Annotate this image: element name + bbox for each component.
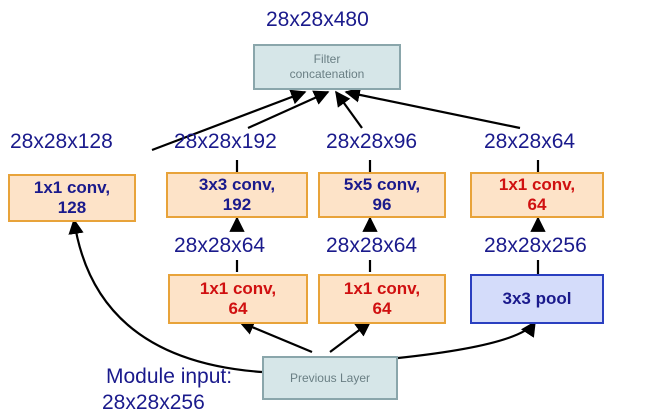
branch3-reduce-dim: 28x28x64 (326, 234, 418, 257)
filter-concatenation-box: Filter concatenation (253, 44, 401, 90)
branch3-1x1-reduce-box: 1x1 conv, 64 (318, 274, 446, 324)
branch1-output-dim: 28x28x128 (10, 130, 113, 153)
branch4-1x1-conv-box: 1x1 conv, 64 (470, 172, 604, 218)
arrow-b1-to-concat (151, 89, 307, 152)
arrow-input-to-b3-reduce (329, 321, 372, 353)
branch3-5x5-conv-box: 5x5 conv, 96 (318, 172, 446, 218)
output-dimension: 28x28x480 (266, 8, 369, 31)
arrow-b4-to-concat (344, 87, 521, 130)
branch4-pool-dim: 28x28x256 (484, 234, 587, 257)
branch4-output-dim: 28x28x64 (484, 130, 576, 153)
arrow-input-to-pool (397, 320, 536, 360)
module-input-title: Module input: (106, 365, 233, 388)
previous-layer-box: Previous Layer (262, 356, 398, 400)
branch2-output-dim: 28x28x192 (174, 130, 277, 153)
arrow-input-to-b2-reduce (238, 320, 313, 354)
branch2-1x1-reduce-box: 1x1 conv, 64 (168, 274, 308, 324)
branch2-reduce-dim: 28x28x64 (174, 234, 266, 257)
branch1-1x1-conv-box: 1x1 conv, 128 (8, 174, 136, 222)
branch3-output-dim: 28x28x96 (326, 130, 418, 153)
arrow-input-to-branch1 (68, 218, 263, 374)
module-input-dim: 28x28x256 (102, 391, 205, 414)
branch4-3x3-pool-box: 3x3 pool (470, 274, 604, 324)
arrow-b2-to-concat (247, 90, 330, 130)
branch2-3x3-conv-box: 3x3 conv, 192 (166, 172, 308, 218)
arrow-b3-to-concat (335, 90, 363, 129)
